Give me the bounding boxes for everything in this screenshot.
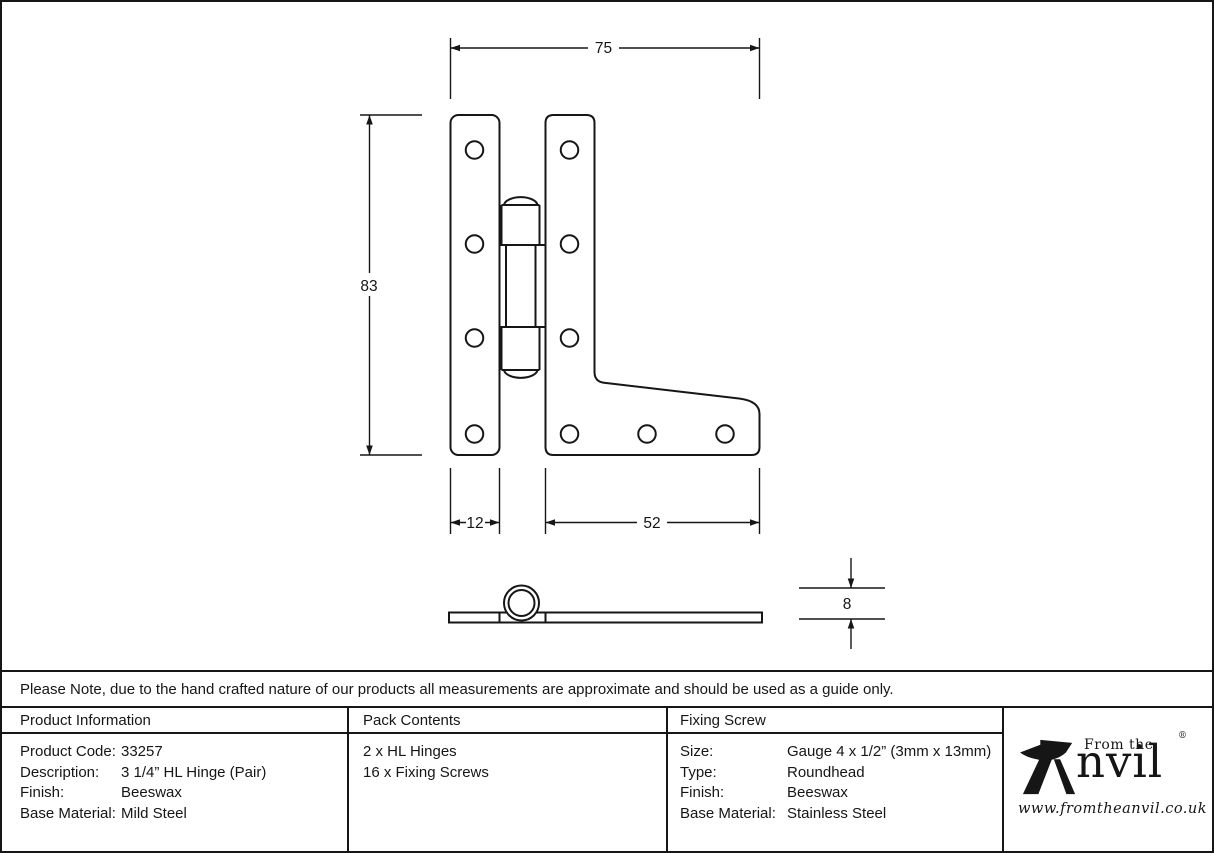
product-information-body: Product Code: 33257 Description: 3 1/4” … — [2, 734, 347, 824]
table-row: Base Material: Mild Steel — [20, 804, 347, 825]
fixing-screw-body: Size: Gauge 4 x 1/2” (3mm x 13mm) Type: … — [668, 734, 1002, 824]
dimension-overall-width: 75 — [449, 37, 761, 99]
dim-label-83: 83 — [360, 278, 377, 295]
dim-label-12: 12 — [466, 515, 483, 532]
row-label: Size: — [680, 743, 714, 760]
row-label: Finish: — [20, 784, 65, 801]
product-information-column: Product Information Product Code: 33257 … — [2, 708, 347, 851]
fixing-screw-header: Fixing Screw — [668, 708, 1002, 734]
hinge-right-leaf — [544, 114, 761, 456]
brand-prefix: From the — [1084, 736, 1154, 753]
list-item: 2 x HL Hinges — [363, 743, 457, 760]
row-value: Beeswax — [787, 784, 848, 801]
table-row: Base Material: Stainless Steel — [680, 804, 1002, 825]
table-row: Type: Roundhead — [680, 763, 1002, 784]
technical-drawing: 75 83 12 — [353, 37, 885, 649]
dim-label-52: 52 — [643, 515, 660, 532]
row-value: Gauge 4 x 1/2” (3mm x 13mm) — [787, 743, 992, 760]
screw-holes — [464, 140, 735, 444]
hinge-side-view — [448, 584, 763, 624]
dim-label-75: 75 — [595, 40, 612, 57]
row-label: Product Code: — [20, 743, 116, 760]
row-label: Description: — [20, 763, 100, 781]
row-value: Stainless Steel — [787, 804, 887, 822]
row-label: Base Material: — [680, 804, 776, 822]
note-bar: Please Note, due to the hand crafted nat… — [2, 670, 1212, 706]
brand-name: nvil — [1076, 734, 1164, 788]
table-row: Product Code: 33257 — [20, 742, 347, 763]
dimension-thickness: 8 — [799, 558, 885, 649]
row-label: Finish: — [680, 784, 725, 801]
row-value: Roundhead — [787, 763, 865, 781]
pack-contents-column: Pack Contents 2 x HL Hinges 16 x Fixing … — [347, 708, 666, 851]
info-table: Product Information Product Code: 33257 … — [2, 706, 1212, 851]
fixing-screw-column: Fixing Screw Size: Gauge 4 x 1/2” (3mm x… — [666, 708, 1002, 851]
hinge-knuckle — [499, 196, 546, 379]
brand-logo-cell: From the nvil ® www.fromtheanvil.co.uk — [1002, 708, 1212, 851]
list-item: 16 x Fixing Screws — [363, 763, 489, 781]
pack-contents-body: 2 x HL Hinges 16 x Fixing Screws — [349, 734, 666, 783]
website-url: www.fromtheanvil.co.uk — [1018, 800, 1208, 817]
table-row: Description: 3 1/4” HL Hinge (Pair) — [20, 763, 347, 784]
registered-mark: ® — [1178, 730, 1187, 741]
row-label: Type: — [680, 763, 717, 781]
row-label: Base Material: — [20, 804, 116, 822]
table-row: Finish: Beeswax — [680, 783, 1002, 804]
knuckle-pin — [507, 589, 536, 617]
row-value: Mild Steel — [121, 804, 187, 822]
dimension-arm-length: 52 — [544, 468, 761, 534]
pack-contents-header: Pack Contents — [349, 708, 666, 734]
from-the-anvil-logo: From the nvil ® www.fromtheanvil.co.uk — [1018, 729, 1208, 831]
dimension-overall-height: 83 — [353, 114, 422, 456]
hinge-front-view — [449, 114, 761, 456]
hinge-left-leaf — [449, 114, 501, 456]
dimension-left-leaf: 12 — [449, 468, 501, 534]
dim-label-8: 8 — [843, 596, 852, 613]
row-value: Beeswax — [121, 784, 182, 801]
table-row: Size: Gauge 4 x 1/2” (3mm x 13mm) — [680, 742, 1002, 763]
row-value: 33257 — [121, 743, 163, 760]
product-information-header: Product Information — [2, 708, 347, 734]
anvil-icon — [1020, 739, 1076, 794]
note-text: Please Note, due to the hand crafted nat… — [20, 680, 894, 698]
table-row: Finish: Beeswax — [20, 783, 347, 804]
row-value: 3 1/4” HL Hinge (Pair) — [121, 763, 267, 781]
